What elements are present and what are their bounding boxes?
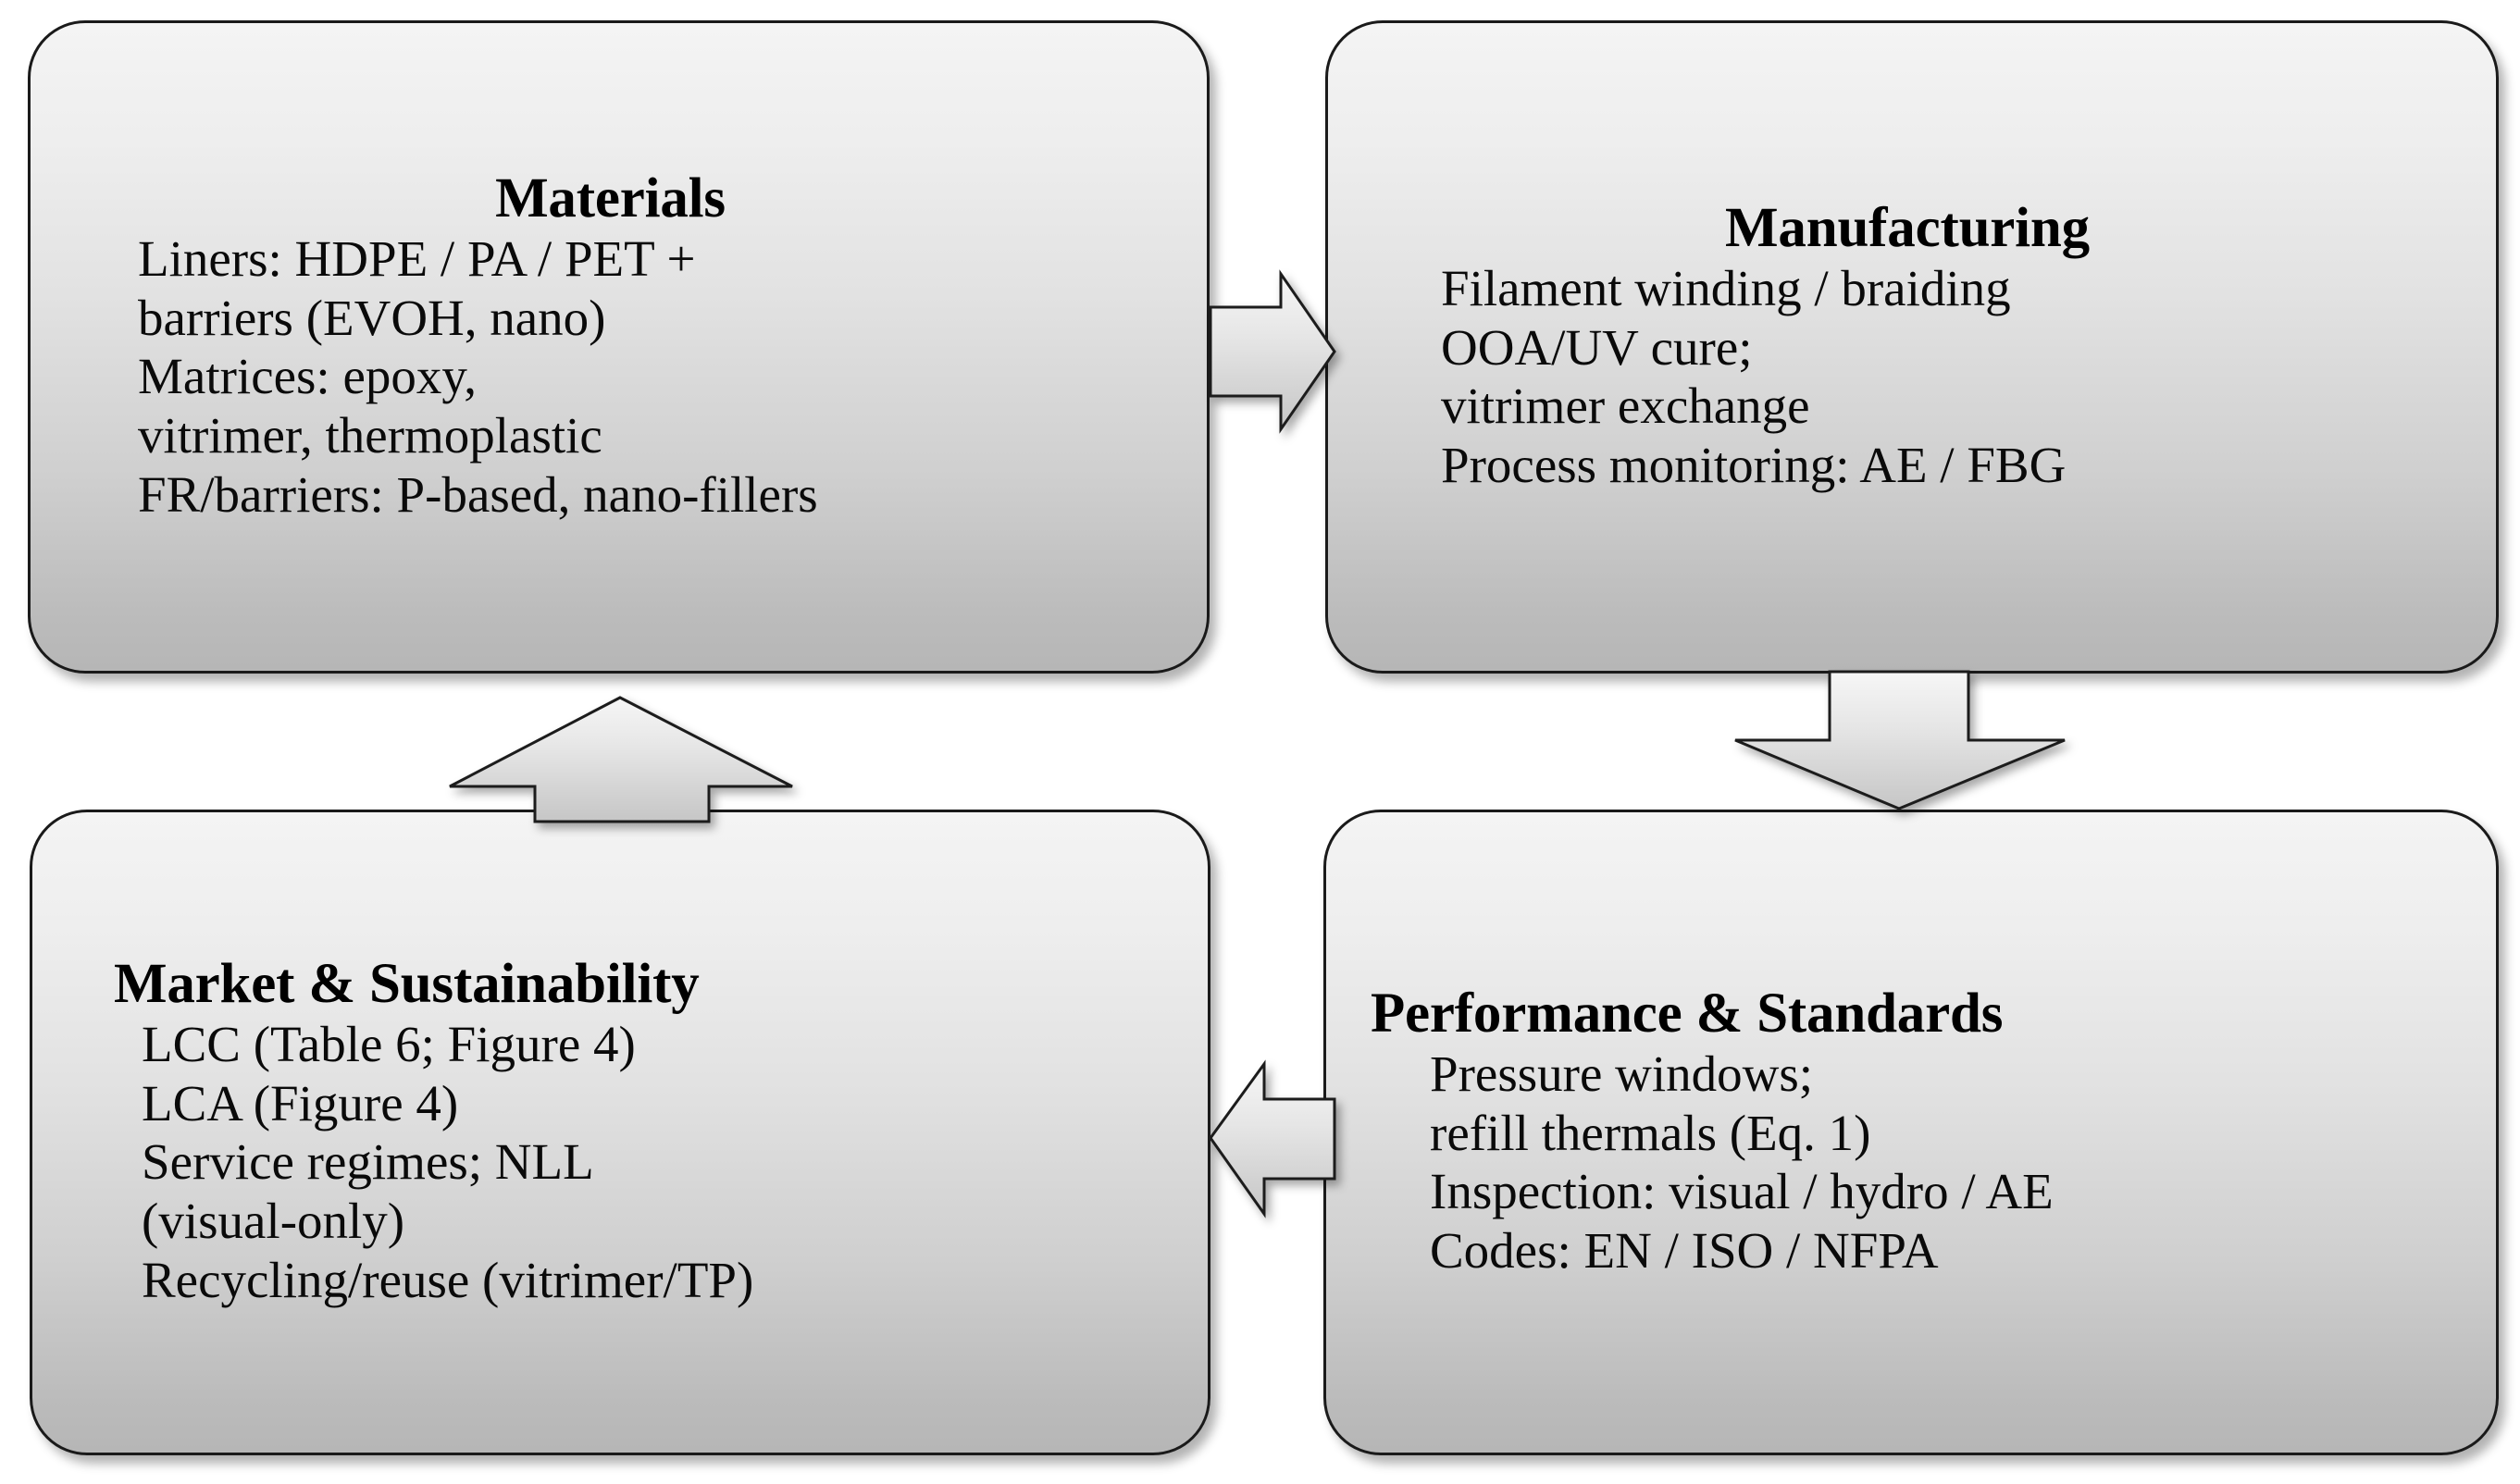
node-manufacturing-line-1: Filament winding / braiding	[1441, 259, 2011, 316]
node-materials[interactable]: Materials Liners: HDPE / PA / PET + barr…	[28, 20, 1210, 674]
node-market-sustainability-body: LCC (Table 6; Figure 4) LCA (Figure 4) S…	[32, 1015, 1208, 1310]
node-performance-line-1: Pressure windows;	[1430, 1045, 1814, 1102]
node-manufacturing-line-2: OOA/UV cure;	[1441, 318, 1753, 376]
arrow-right-materials-to-manufacturing	[1209, 269, 1336, 434]
node-materials-line-4: vitrimer, thermoplastic	[138, 407, 602, 464]
arrow-left-performance-to-market	[1209, 1059, 1336, 1218]
node-market-sustainability[interactable]: Market & Sustainability LCC (Table 6; Fi…	[30, 810, 1210, 1455]
node-performance-standards-title: Performance & Standards	[1371, 983, 2004, 1045]
node-market-line-4: (visual-only)	[142, 1193, 405, 1250]
node-materials-line-3: Matrices: epoxy,	[138, 348, 478, 405]
node-manufacturing-body: Filament winding / braiding OOA/UV cure;…	[1328, 259, 2496, 495]
node-performance-standards-body: Pressure windows; refill thermals (Eq. 1…	[1326, 1045, 2496, 1280]
node-materials-line-5: FR/barriers: P-based, nano-fillers	[138, 466, 818, 524]
node-market-line-2: LCA (Figure 4)	[142, 1074, 459, 1132]
node-market-line-1: LCC (Table 6; Figure 4)	[142, 1015, 636, 1072]
node-manufacturing-title: Manufacturing	[1725, 197, 2090, 260]
node-manufacturing-line-3: vitrimer exchange	[1441, 377, 1810, 435]
node-performance-line-4: Codes: EN / ISO / NFPA	[1430, 1222, 1939, 1280]
node-manufacturing-line-4: Process monitoring: AE / FBG	[1441, 437, 2067, 494]
node-materials-title: Materials	[495, 167, 726, 230]
node-performance-line-3: Inspection: visual / hydro / AE	[1430, 1163, 2054, 1220]
node-performance-standards[interactable]: Performance & Standards Pressure windows…	[1323, 810, 2499, 1455]
arrow-down-manufacturing-to-performance	[1734, 670, 2066, 810]
node-materials-line-1: Liners: HDPE / PA / PET +	[138, 229, 696, 287]
node-manufacturing[interactable]: Manufacturing Filament winding / braidin…	[1325, 20, 2499, 674]
node-market-sustainability-title: Market & Sustainability	[114, 953, 700, 1016]
node-materials-body: Liners: HDPE / PA / PET + barriers (EVOH…	[31, 229, 1207, 525]
node-market-line-3: Service regimes; NLL	[142, 1133, 594, 1191]
arrow-up-market-to-materials	[449, 696, 793, 823]
node-materials-line-2: barriers (EVOH, nano)	[138, 289, 606, 346]
node-market-line-5: Recycling/reuse (vitrimer/TP)	[142, 1252, 754, 1309]
node-performance-line-2: refill thermals (Eq. 1)	[1430, 1104, 1871, 1161]
